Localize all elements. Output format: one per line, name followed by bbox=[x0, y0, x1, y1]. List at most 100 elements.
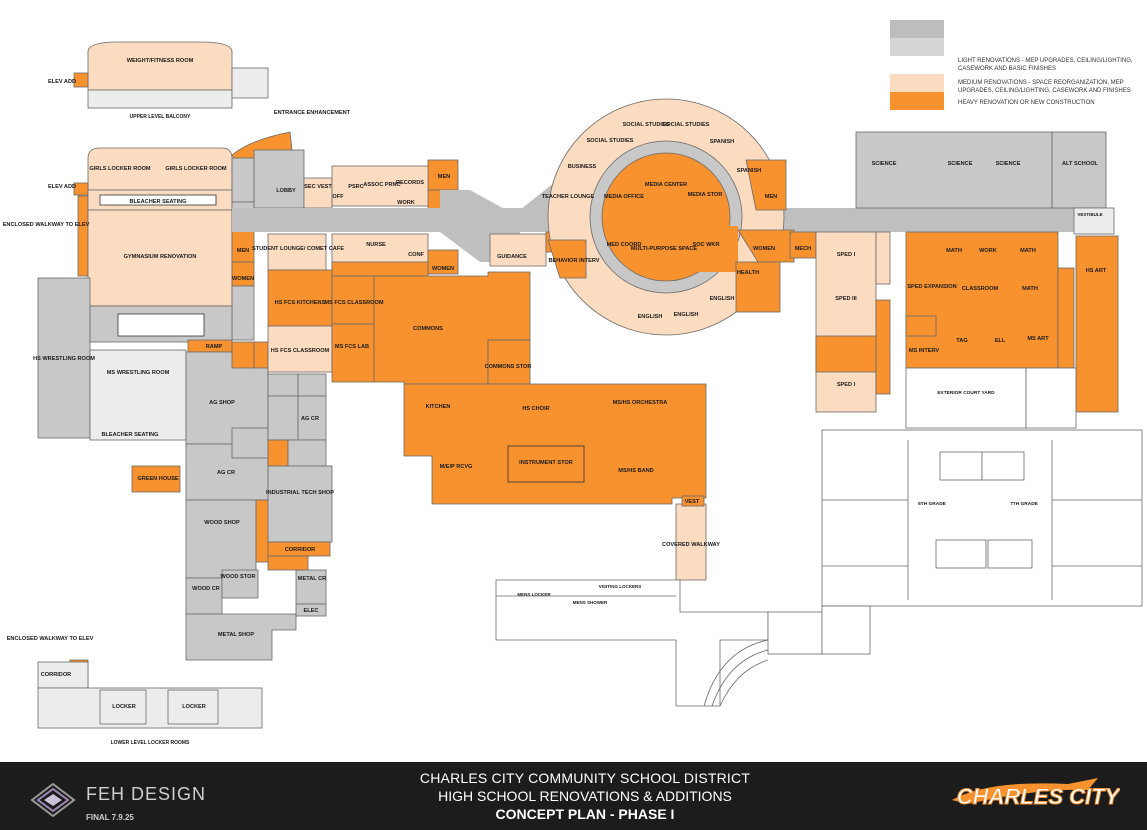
label-lobby: LOBBY bbox=[276, 188, 296, 194]
district-title: CHARLES CITY COMMUNITY SCHOOL DISTRICT bbox=[419, 770, 751, 786]
label-ms-fcs-classroom: MS FCS CLASSROOM bbox=[324, 300, 383, 306]
legend-swatch-1 bbox=[890, 38, 944, 56]
label-hs-art: HS ART bbox=[1086, 268, 1107, 274]
ms-fcs-classroom bbox=[331, 275, 375, 325]
label-metal-shop: METAL SHOP bbox=[218, 632, 254, 638]
legend-text-1: LIGHT RENOVATIONS - MEP UPGRADES, CEILIN… bbox=[958, 58, 1133, 72]
label-corridor-low: CORRIDOR bbox=[41, 672, 71, 678]
industrial-tech-shop bbox=[267, 465, 333, 543]
label-ms-fcs-lab: MS FCS LAB bbox=[335, 344, 369, 350]
label-elec: ELEC bbox=[304, 608, 319, 614]
floor-plan: ELEV ADD WEIGHT/FITNESS ROOM UPPER LEVEL… bbox=[2, 41, 1143, 746]
legend: LIGHT RENOVATIONS - MEP UPGRADES, CEILIN… bbox=[890, 20, 1140, 120]
wood-shop bbox=[185, 499, 257, 579]
label-ms-interv: MS INTERV bbox=[909, 348, 940, 354]
label-orchestra: MS/HS ORCHESTRA bbox=[613, 400, 668, 406]
label-gymnasium: GYMNASIUM RENOVATION bbox=[124, 254, 197, 260]
label-science-3: SCIENCE bbox=[996, 161, 1021, 167]
label-work: WORK bbox=[397, 200, 415, 206]
label-men-1: MEN bbox=[438, 174, 450, 180]
label-entrance-enhancement: ENTRANCE ENHANCEMENT bbox=[274, 110, 351, 116]
label-science-1: SCIENCE bbox=[872, 161, 897, 167]
label-men-2: MEN bbox=[237, 248, 249, 254]
label-business: BUSINESS bbox=[568, 164, 597, 170]
label-mens-shower: MENS SHOWER bbox=[573, 600, 608, 605]
label-women-3: WOMEN bbox=[753, 246, 775, 252]
project-title: HIGH SCHOOL RENOVATIONS & ADDITIONS bbox=[438, 788, 732, 804]
label-lower-level: LOWER LEVEL LOCKER ROOMS bbox=[111, 740, 190, 746]
locker-room-2 bbox=[167, 689, 219, 725]
label-health: HEALTH bbox=[737, 270, 759, 276]
label-industrial-tech: INDUSTRIAL TECH SHOP bbox=[266, 490, 334, 496]
label-assoc-prnc: ASSOC PRNC bbox=[363, 182, 400, 188]
label-med-coord: MED COORD bbox=[607, 242, 642, 248]
label-multi-purpose: MULTI-PURPOSE SPACE bbox=[631, 246, 698, 252]
alt-school bbox=[1051, 131, 1107, 209]
label-wood-cr: WOOD CR bbox=[192, 586, 220, 592]
label-covered-walkway: COVERED WALKWAY bbox=[662, 542, 720, 548]
label-guidance: GUIDANCE bbox=[497, 254, 527, 260]
feh-logo-icon bbox=[30, 782, 76, 818]
label-social-studies-3: SOCIAL STUDIES bbox=[663, 122, 710, 128]
label-student-lounge: STUDENT LOUNGE/ COMET CAFE bbox=[252, 246, 344, 252]
hs-art bbox=[1075, 235, 1119, 413]
label-ag-cr-2: AG CR bbox=[217, 470, 235, 476]
label-mens-locker: MENS LOCKER bbox=[517, 592, 551, 597]
label-wood-shop: WOOD SHOP bbox=[204, 520, 240, 526]
label-ramp: RAMP bbox=[206, 344, 223, 350]
hs-wrestling-room bbox=[37, 277, 91, 439]
label-ell: ELL bbox=[995, 338, 1006, 344]
label-mep-rcvg: M/E/P RCVG bbox=[440, 464, 473, 470]
label-men-3: MEN bbox=[765, 194, 777, 200]
label-social-studies-2: SOCIAL STUDIES bbox=[623, 122, 670, 128]
label-elev-add-2: ELEV ADD bbox=[48, 184, 76, 190]
legend-text-3: HEAVY RENOVATION OR NEW CONSTRUCTION bbox=[958, 100, 1095, 106]
green-house bbox=[131, 465, 181, 493]
label-records: RECORDS bbox=[396, 180, 424, 186]
label-behavior-interv: BEHAVIOR INTERV bbox=[548, 258, 599, 264]
label-hs-choir: HS CHOIR bbox=[522, 406, 549, 412]
label-sped-3: SPED III bbox=[835, 296, 857, 302]
label-english-3: ENGLISH bbox=[710, 296, 735, 302]
label-grade-7: 7TH GRADE bbox=[1010, 501, 1039, 507]
label-social-studies-1: SOCIAL STUDIES bbox=[587, 138, 634, 144]
label-enclosed-walkway-2: ENCLOSED WALKWAY TO ELEV bbox=[7, 636, 94, 642]
label-spanish-1: SPANISH bbox=[710, 139, 734, 145]
label-math-1: MATH bbox=[946, 248, 962, 254]
label-hs-fcs-classroom: HS FCS CLASSROOM bbox=[271, 348, 330, 354]
label-kitchen: KITCHEN bbox=[426, 404, 451, 410]
weight-fitness-room bbox=[87, 41, 233, 91]
footer: FEH DESIGN FINAL 7.9.25 CHARLES CITY COM… bbox=[0, 762, 1147, 830]
label-locker-1: LOCKER bbox=[112, 704, 136, 710]
corridor-low bbox=[37, 661, 89, 689]
label-wood-stor: WOOD STOR bbox=[220, 574, 255, 580]
label-math-3: MATH bbox=[1022, 286, 1038, 292]
math-block bbox=[905, 231, 1059, 369]
ms-wrestling-room bbox=[89, 349, 187, 441]
science-wing bbox=[855, 131, 1053, 209]
final-date: FINAL 7.9.25 bbox=[86, 813, 134, 822]
label-instrument-stor: INSTRUMENT STOR bbox=[519, 460, 573, 466]
label-hs-wrestling: HS WRESTLING ROOM bbox=[33, 356, 95, 362]
legend-swatch-3 bbox=[890, 92, 944, 110]
lobby bbox=[253, 149, 305, 209]
label-ms-art: MS ART bbox=[1027, 336, 1049, 342]
label-ms-wrestling: MS WRESTLING ROOM bbox=[107, 370, 170, 376]
label-sped-1: SPED I bbox=[837, 252, 856, 258]
mech bbox=[789, 231, 817, 259]
label-sped-1b: SPED I bbox=[837, 382, 856, 388]
label-off: OFF bbox=[332, 194, 344, 200]
music-block bbox=[403, 383, 707, 505]
label-nurse: NURSE bbox=[366, 242, 386, 248]
label-soc-wkr: SOC WKR bbox=[692, 242, 719, 248]
hs-fcs-kitchens bbox=[267, 269, 333, 327]
label-green-house: GREEN HOUSE bbox=[137, 476, 179, 482]
label-ag-shop: AG SHOP bbox=[209, 400, 235, 406]
label-women-2: WOMEN bbox=[232, 276, 254, 282]
label-work-2: WORK bbox=[979, 248, 997, 254]
label-ag-cr-1: AG CR bbox=[301, 416, 319, 422]
label-corridor-mid: CORRIDOR bbox=[285, 547, 315, 553]
label-hs-fcs-kitchens: HS FCS KITCHENS bbox=[275, 300, 326, 306]
label-bleacher-seating-2: BLEACHER SEATING bbox=[101, 432, 158, 438]
charles-city-logo-text: CHARLES CITY bbox=[957, 784, 1120, 809]
